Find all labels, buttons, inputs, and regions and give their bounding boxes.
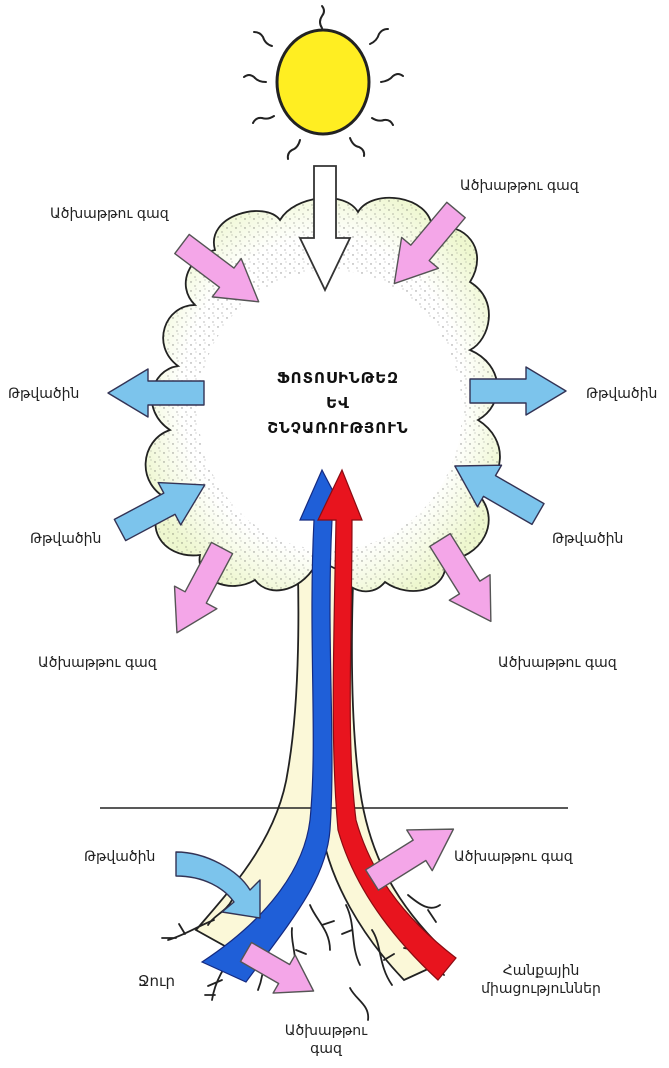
label-oxygen-mid-left: Թթվածին	[8, 385, 79, 403]
label-oxygen-mid-right: Թթվածին	[586, 385, 657, 403]
center-title-line1: ՖՈՏՈՍԻՆԹԵԶ	[238, 366, 438, 391]
label-water: Ջուր	[138, 972, 175, 990]
label-minerals-line1: Հանքային	[476, 962, 606, 980]
center-title: ՖՈՏՈՍԻՆԹԵԶ ԵՎ ՇՆՉԱՌՈՒԹՅՈՒՆ	[238, 366, 438, 441]
label-oxygen-low-left: Թթվածին	[30, 530, 101, 548]
label-oxygen-root: Թթվածին	[84, 848, 155, 866]
sun	[244, 6, 403, 159]
label-co2-top-right: Ածխաթթու գազ	[460, 177, 579, 195]
label-minerals-line2: միացություններ	[476, 980, 606, 998]
center-title-line3: ՇՆՉԱՌՈՒԹՅՈՒՆ	[238, 416, 438, 441]
label-co2-low-left: Ածխաթթու գազ	[38, 654, 157, 672]
label-co2-root-right: Ածխաթթու գազ	[454, 848, 573, 866]
label-co2-root-bottom: Ածխաթթու գազ	[276, 1022, 376, 1058]
center-title-line2: ԵՎ	[238, 391, 438, 416]
label-minerals: Հանքային միացություններ	[476, 962, 606, 998]
label-co2-root-bottom-line2: գազ	[276, 1040, 376, 1058]
label-co2-low-right: Ածխաթթու գազ	[498, 654, 617, 672]
label-co2-root-bottom-line1: Ածխաթթու	[276, 1022, 376, 1040]
label-oxygen-low-right: Թթվածին	[552, 530, 623, 548]
label-co2-top-left: Ածխաթթու գազ	[50, 205, 169, 223]
sun-disc	[277, 30, 369, 134]
